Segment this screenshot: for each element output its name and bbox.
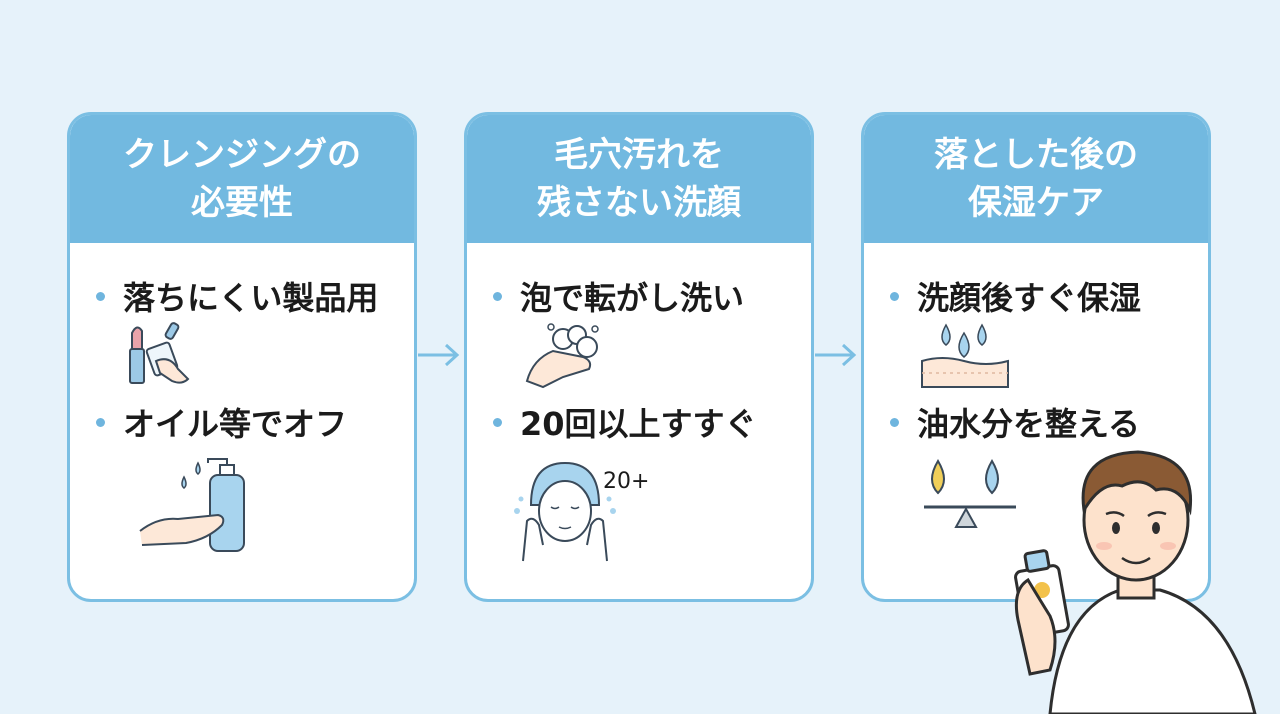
arrow-right-icon — [815, 343, 857, 367]
rinse-count-badge: 20+ — [603, 469, 650, 494]
bullet-dot-icon — [890, 417, 899, 427]
bullet-dot-icon — [890, 291, 899, 301]
list-item-label: 泡で転がし洗い — [520, 279, 745, 317]
card-header: クレンジングの 必要性 — [70, 115, 414, 243]
card-header: 落とした後の 保湿ケア — [864, 115, 1208, 243]
lipstick-and-wipe-icon — [129, 322, 190, 384]
arrow-right-icon — [418, 343, 460, 367]
card-title: 毛穴汚れを 残さない洗顔 — [537, 135, 741, 223]
card-header: 毛穴汚れを 残さない洗顔 — [467, 115, 811, 243]
oil-water-balance-icon — [924, 459, 1016, 528]
list-item: 洗顔後すぐ保湿 — [890, 273, 1141, 319]
rinsing-face-icon — [514, 461, 616, 562]
card-title: 落とした後の 保湿ケア — [934, 135, 1138, 223]
list-item-label: オイル等でオフ — [123, 405, 348, 443]
list-item-label: 20回以上すすぐ — [520, 405, 757, 443]
list-item: 落ちにくい製品用 — [96, 273, 378, 319]
list-item: 20回以上すすぐ — [493, 399, 757, 445]
bullet-dot-icon — [493, 417, 502, 427]
man-holding-sunscreen-icon — [1014, 450, 1257, 714]
bullet-dot-icon — [96, 417, 105, 427]
list-item-label: 洗顔後すぐ保湿 — [917, 279, 1142, 317]
list-item-label: 油水分を整える — [917, 405, 1141, 443]
bullet-dot-icon — [493, 291, 502, 301]
list-item: 油水分を整える — [890, 399, 1140, 445]
card-title: クレンジングの 必要性 — [123, 135, 361, 223]
foam-hand-icon — [525, 323, 599, 389]
list-item: 泡で転がし洗い — [493, 273, 744, 319]
oil-pump-bottle-hand-icon — [139, 458, 245, 552]
list-item-label: 落ちにくい製品用 — [123, 279, 379, 317]
bullet-dot-icon — [96, 291, 105, 301]
card-moisturizing: 落とした後の 保湿ケア 洗顔後すぐ保湿 油水分を整える — [861, 112, 1211, 602]
card-cleansing: クレンジングの 必要性 落ちにくい製品用 オイル等でオフ — [67, 112, 417, 602]
list-item: オイル等でオフ — [96, 399, 347, 445]
card-face-wash: 毛穴汚れを 残さない洗顔 泡で転がし洗い 20回以上すすぐ 20+ — [464, 112, 814, 602]
skin-moisture-drops-icon — [921, 323, 1009, 388]
